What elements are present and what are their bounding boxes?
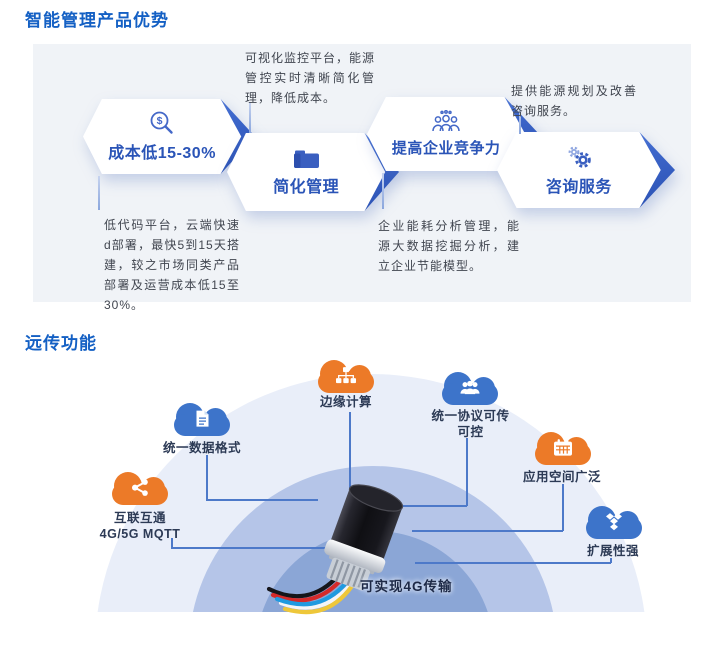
- cloud-protocol: [441, 366, 499, 410]
- gears-icon: [568, 146, 591, 168]
- connector-below-step1: [98, 176, 100, 210]
- line-app-space: [562, 484, 564, 531]
- device-caption: 可实现4G传输: [360, 579, 453, 594]
- edge-network-icon: [336, 367, 356, 384]
- step-consulting: 咨询服务: [497, 132, 675, 208]
- section1-title: 智能管理产品优势: [25, 11, 169, 30]
- section2-title: 远传功能: [25, 334, 97, 353]
- sensor-device-image: [266, 484, 404, 615]
- line-app-space: [412, 530, 563, 532]
- line-protocol: [402, 505, 467, 507]
- connector-above-step2: [249, 102, 251, 133]
- cloud-label: 应用空间广泛: [522, 470, 601, 484]
- cloud-edge-compute: [317, 354, 375, 398]
- user-group-icon: [460, 380, 480, 395]
- connector-above-step4: [519, 105, 521, 134]
- cloud-expandable: [585, 500, 643, 544]
- cloud-label: 互联互通 4G/5G MQTT: [99, 511, 181, 541]
- line-unified-data: [206, 455, 208, 500]
- line-expandable: [610, 558, 612, 563]
- share-icon: [132, 479, 148, 496]
- step-competitiveness: 提高企业竞争力: [367, 97, 539, 171]
- connector-below-step3: [382, 173, 384, 209]
- line-unified-data: [206, 499, 318, 501]
- step-label: 咨询服务: [545, 178, 612, 196]
- line-expandable: [415, 562, 611, 564]
- note-above-step4: 提供能源规划及改善咨询服务。: [511, 84, 637, 118]
- note-above-step2: 可视化监控平台，能源管控实时清晰简化管理，降低成本。: [245, 51, 376, 105]
- note-below-step3: 企业能耗分析管理，能源大数据挖掘分析，建立企业节能模型。: [378, 219, 520, 273]
- magnifier-dollar-icon: $: [150, 111, 173, 134]
- cloud-label: 统一协议可传 可控: [431, 409, 510, 439]
- cloud-app-space: [534, 426, 592, 470]
- folder-icon: [294, 150, 320, 168]
- advantages-panel: $ 成本低15-30% 简化管理: [33, 44, 691, 312]
- cloud-interconnect: [111, 466, 169, 510]
- step-cost: $ 成本低15-30%: [83, 99, 255, 174]
- step-label: 简化管理: [273, 179, 340, 196]
- team-icon: [432, 110, 460, 132]
- step-label: 成本低15-30%: [108, 145, 216, 162]
- document-icon: [196, 410, 209, 427]
- cloud-label: 统一数据格式: [162, 441, 241, 455]
- line-interconnect: [171, 547, 329, 549]
- calendar-icon: [554, 439, 572, 456]
- line-edge-compute: [349, 412, 351, 490]
- expand-box-icon: [606, 513, 622, 531]
- svg-text:$: $: [157, 115, 163, 127]
- line-interconnect: [171, 538, 173, 548]
- cloud-unified-data: [173, 397, 231, 441]
- cloud-label: 扩展性强: [586, 544, 639, 558]
- cloud-label: 边缘计算: [319, 395, 372, 409]
- line-protocol: [466, 438, 468, 506]
- note-below-step1: 低代码平台，云端快速d部署，最快5到15天搭建，较之市场同类产品部署及运营成本低…: [104, 218, 240, 312]
- step-label: 提高企业竞争力: [391, 140, 501, 157]
